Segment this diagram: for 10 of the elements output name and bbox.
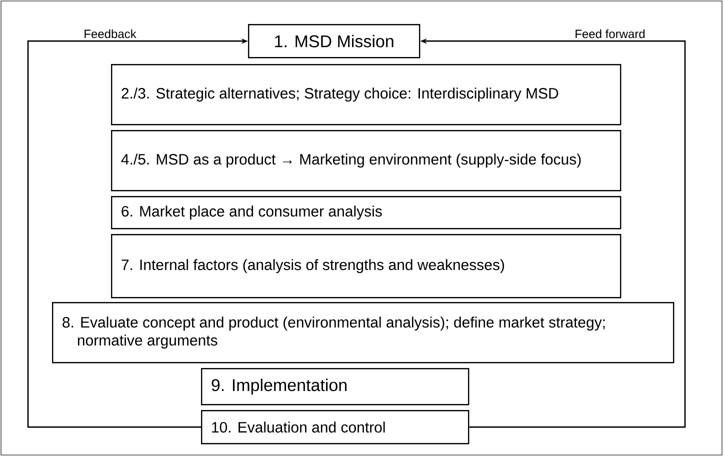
edge-label: Feedback <box>82 28 138 40</box>
process-box: 9. Implementation <box>201 368 470 406</box>
edge-label: Feed forward <box>573 28 647 40</box>
process-box: 4./5. MSD as a product → Marketing environment (supply-side focus) <box>111 130 622 192</box>
process-box: 1. MSD Mission <box>248 24 420 58</box>
process-box: 8. Evaluate concept and product (environmental analysis); define market strategy; normative arguments <box>52 302 674 364</box>
process-box: 6. Market place and consumer analysis <box>111 196 622 230</box>
process-box: 10. Evaluation and control <box>201 410 470 444</box>
process-box: 7. Internal factors (analysis of strengths and weaknesses) <box>111 234 622 298</box>
process-box: 2./3. Strategic alternatives; Strategy choice: Interdisciplinary MSD <box>111 64 622 126</box>
